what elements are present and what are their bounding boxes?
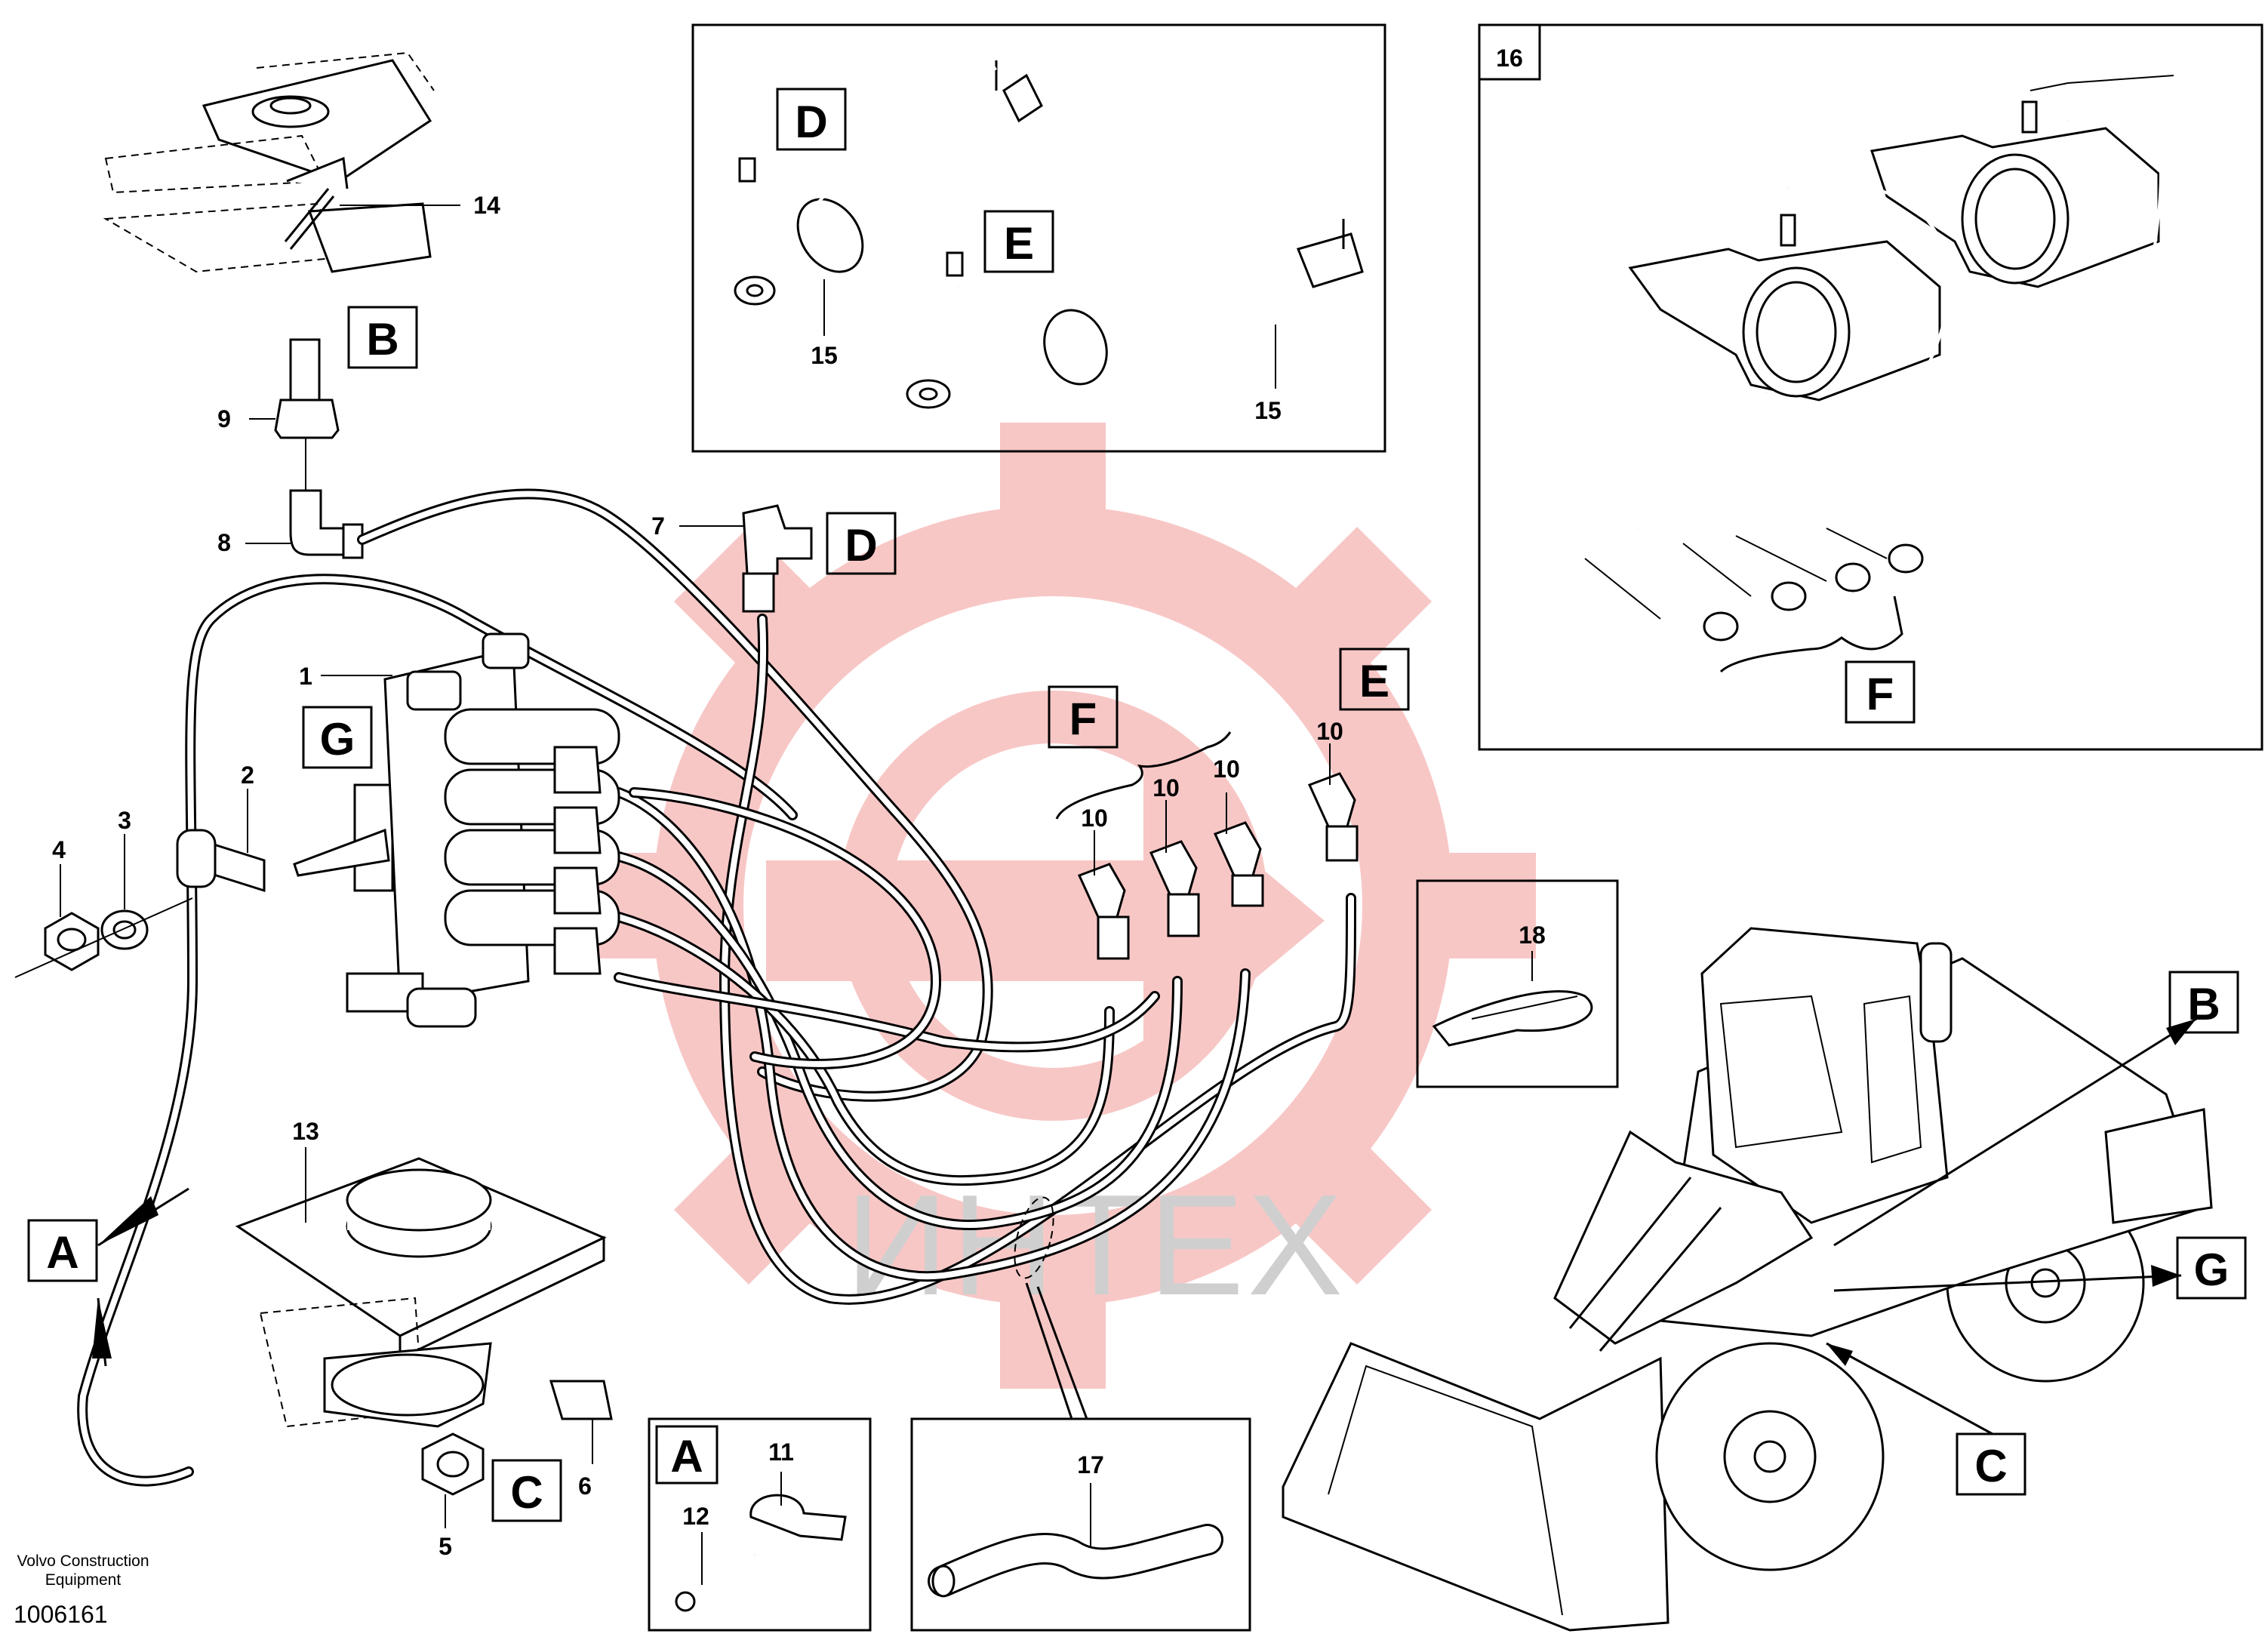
part-number-15a: 15 [811,342,838,369]
arrow-loc-G [2151,1265,2181,1287]
detail-frame-16 [1478,23,2263,751]
brand-line-1: Volvo Construction [17,1552,149,1570]
leader-17-section [1025,1282,1073,1420]
bearing-block-B [103,51,435,273]
view-label-box-F: F [1048,685,1119,749]
svg-text:16: 16 [1496,45,1523,72]
part-number-5: 5 [439,1533,452,1560]
watermark [570,423,1536,1389]
location-box-G: G [2176,1236,2247,1300]
part-number-12: 12 [682,1503,709,1530]
nipple-5 [421,1432,485,1496]
clip-2 [176,829,266,893]
part-number-13: 13 [292,1118,319,1145]
detail-frame-cylinders [691,23,1386,453]
svg-text:G: G [2194,1245,2230,1295]
hose-section [928,1524,1223,1598]
part-number-7: 7 [651,512,665,540]
lube-cylinder-lower [906,219,1364,409]
brace-F-main [1055,731,1232,820]
part-number-10b: 10 [1152,774,1180,802]
svg-text:A: A [670,1431,703,1482]
view-label-box-E: E [1339,648,1410,711]
bearing-block-C [235,1157,607,1428]
clamp-and-bolt [675,1494,847,1612]
view-label-box-D-detail: D [776,88,847,151]
elbow-fitting-7 [742,504,813,613]
leader-loc-B [1833,1017,2197,1247]
nipple-9 [274,338,340,439]
part-number-3: 3 [118,807,131,834]
part-number-10a: 10 [1081,805,1108,832]
svg-text:C: C [1974,1441,2007,1491]
svg-text:F: F [1866,669,1894,719]
svg-text:G: G [320,714,355,765]
part-number-8: 8 [217,529,231,556]
part-number-2: 2 [241,762,254,789]
drawing-number: 1006161 [14,1601,108,1628]
arrow-loc-C [1826,1343,1853,1366]
main-hose-run [77,488,1356,1487]
washer-3 [100,909,149,950]
view-label-box-B: B [347,306,418,369]
view-label-box-A: A [27,1219,98,1282]
svg-text:E: E [1359,656,1389,706]
svg-text:D: D [845,520,877,571]
part-number-14: 14 [473,192,500,219]
elbow-fittings-10 [1077,772,1359,960]
view-label-box-G: G [302,706,373,769]
cable-tie [1432,990,1593,1047]
svg-text:D: D [795,97,827,147]
view-label-box-C: C [491,1459,562,1522]
part-number-11: 11 [768,1438,794,1466]
detail-frame-17 [910,1417,1251,1632]
view-label-box-D: D [826,512,897,575]
svg-text:A: A [46,1227,78,1278]
view-label-box-F-detail: F [1845,660,1916,724]
part-number-9: 9 [217,405,231,432]
svg-text:B: B [366,314,399,365]
watermark-gear-icon [570,423,1536,1389]
part-number-4: 4 [52,836,66,863]
svg-text:E: E [1004,218,1034,269]
svg-text:F: F [1069,694,1097,744]
lube-cylinder-upper [734,60,1043,306]
leader-loc-C [1826,1342,1993,1435]
part-number-6: 6 [578,1472,592,1500]
location-box-C: C [1956,1432,2026,1496]
axle-bearing-brackets [1584,75,2174,642]
fitting-6 [549,1380,613,1420]
distribution-block [293,632,620,1028]
detail-frame-A [648,1417,872,1632]
view-label-box-A-detail: A [655,1425,719,1485]
leader-loc-G [1833,1274,2182,1292]
brand-line-2: Equipment [45,1571,122,1589]
nut-4 [44,912,100,971]
detail-number-box-16: 16 [1478,23,1541,81]
part-number-17: 17 [1077,1451,1104,1478]
elbow-8 [289,489,364,559]
view-label-box-E-detail: E [983,210,1054,273]
part-number-15b: 15 [1254,397,1282,424]
part-number-10d: 10 [1316,718,1343,745]
part-number-1: 1 [299,663,312,690]
svg-text:B: B [2187,979,2220,1029]
part-number-10c: 10 [1213,755,1240,783]
wheel-loader [1282,927,2213,1632]
detail-frame-18 [1416,879,1619,1088]
brace-F-detail [1719,595,1903,673]
location-box-B: B [2168,971,2239,1034]
svg-text:C: C [510,1467,543,1518]
part-number-18: 18 [1519,922,1546,949]
